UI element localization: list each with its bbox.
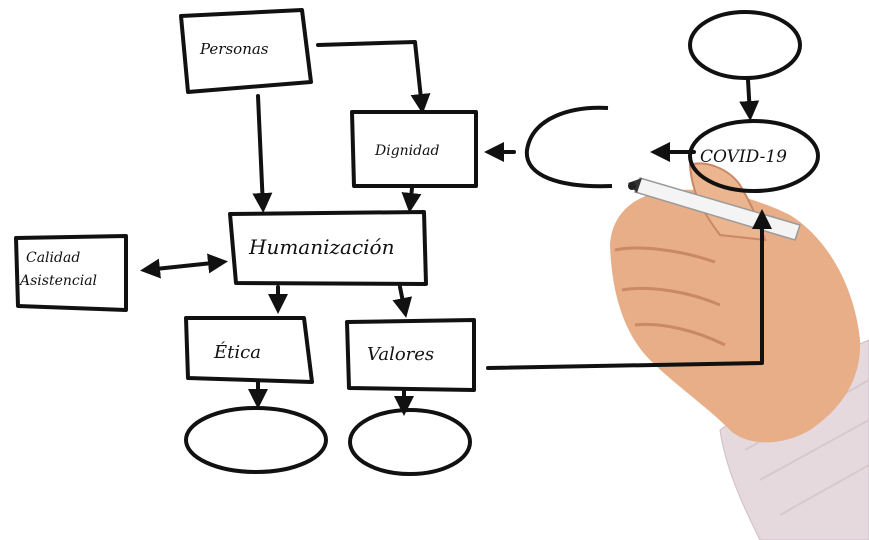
node-etica: Ética	[184, 316, 314, 384]
connectors	[140, 40, 772, 416]
node-dignidad-label: Dignidad	[374, 143, 439, 159]
ellipse-under-valores	[348, 408, 472, 476]
arrow-valores-covid	[486, 209, 772, 370]
arrow-calidad-humanizacion	[140, 253, 228, 279]
hand-with-marker	[610, 162, 869, 540]
arrow-personas-humanizacion	[252, 94, 273, 213]
node-valores: Valores	[345, 318, 476, 392]
node-personas-label: Personas	[199, 40, 269, 58]
node-covid-label: COVID-19	[700, 147, 787, 167]
arrow-top-ellipse-covid	[739, 78, 760, 121]
node-valores-label: Valores	[367, 344, 434, 365]
node-covid: COVID-19	[688, 119, 820, 193]
node-calidad-asistencial: Calidad Asistencial	[14, 234, 128, 312]
hand	[610, 189, 861, 443]
arrow-humanizacion-valores	[392, 285, 413, 318]
ellipse-top-right	[688, 10, 802, 80]
node-humanizacion-label: Humanización	[248, 235, 394, 259]
node-dignidad: Dignidad	[350, 110, 478, 188]
arrow-dignidad-humanizacion	[401, 186, 422, 213]
ellipse-under-etica	[184, 406, 328, 474]
ellipse-blank-left	[524, 105, 613, 189]
node-calidad-label-2: Asistencial	[18, 273, 97, 289]
node-calidad-label-1: Calidad	[26, 250, 80, 266]
node-personas: Personas	[179, 8, 313, 94]
node-etica-label: Ética	[213, 340, 261, 363]
node-humanizacion: Humanización	[228, 210, 428, 286]
arrow-personas-dignidad	[316, 40, 431, 114]
